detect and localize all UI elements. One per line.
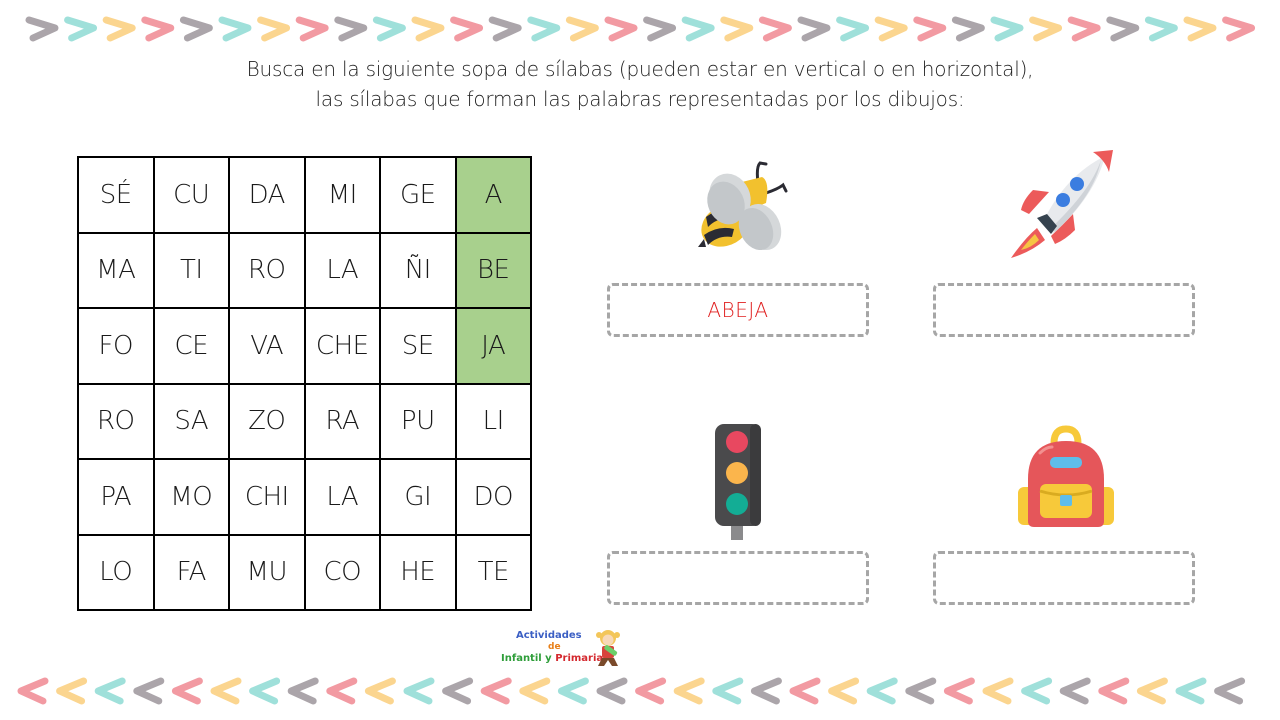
grid-cell[interactable]: VA xyxy=(230,309,304,383)
chevron-left-pattern-icon xyxy=(17,677,1246,705)
logo-line-1: Actividades xyxy=(516,630,582,641)
logo-line-3b: Primaria xyxy=(555,653,604,664)
bee-icon xyxy=(690,155,790,259)
grid-cell[interactable]: PU xyxy=(381,384,455,458)
grid-cell[interactable]: CO xyxy=(305,535,379,609)
grid-cell[interactable]: BE xyxy=(456,233,530,307)
grid-cell[interactable]: RO xyxy=(79,384,153,458)
grid-cell[interactable]: LA xyxy=(305,460,379,534)
grid-cell[interactable]: SE xyxy=(381,309,455,383)
top-chevron-border xyxy=(0,10,1280,50)
syllable-grid: SÉ CU DA MI GE A MA TI RO LA ÑI BE FO CE… xyxy=(77,156,532,611)
bottom-chevron-border xyxy=(0,673,1280,713)
grid-cell[interactable]: ZO xyxy=(230,384,304,458)
grid-cell[interactable]: MI xyxy=(305,158,379,232)
instructions: Busca en la siguiente sopa de sílabas (p… xyxy=(0,54,1280,114)
grid-cell[interactable]: FO xyxy=(79,309,153,383)
grid-cell[interactable]: LI xyxy=(456,384,530,458)
grid-cell[interactable]: DO xyxy=(456,460,530,534)
grid-cell[interactable]: CU xyxy=(154,158,228,232)
grid-cell[interactable]: FA xyxy=(154,535,228,609)
grid-cell[interactable]: HE xyxy=(381,535,455,609)
grid-cell[interactable]: CHE xyxy=(305,309,379,383)
logo-line-2: de xyxy=(548,642,561,652)
grid-cell[interactable]: CHI xyxy=(230,460,304,534)
traffic-light-icon xyxy=(712,422,764,546)
chevron-right-pattern-icon xyxy=(25,16,1256,42)
grid-cell[interactable]: CE xyxy=(154,309,228,383)
site-logo: Actividades de Infantil y Primaria xyxy=(498,626,628,670)
grid-cell[interactable]: MU xyxy=(230,535,304,609)
grid-cell[interactable]: JA xyxy=(456,309,530,383)
answer-box-traffic-light[interactable] xyxy=(607,551,869,605)
grid-cell[interactable]: DA xyxy=(230,158,304,232)
backpack-icon xyxy=(1016,425,1116,534)
instructions-line-1: Busca en la siguiente sopa de sílabas (p… xyxy=(246,57,1034,81)
grid-cell[interactable]: GE xyxy=(381,158,455,232)
grid-cell[interactable]: LO xyxy=(79,535,153,609)
grid-cell[interactable]: RO xyxy=(230,233,304,307)
answer-text: ABEJA xyxy=(707,298,769,322)
grid-cell[interactable]: SÉ xyxy=(79,158,153,232)
instructions-line-2: las sílabas que forman las palabras repr… xyxy=(315,87,965,111)
grid-cell[interactable]: MA xyxy=(79,233,153,307)
grid-cell[interactable]: PA xyxy=(79,460,153,534)
grid-cell[interactable]: MO xyxy=(154,460,228,534)
grid-cell[interactable]: ÑI xyxy=(381,233,455,307)
grid-cell[interactable]: LA xyxy=(305,233,379,307)
logo-line-3a: Infantil y xyxy=(501,653,556,664)
grid-cell[interactable]: RA xyxy=(305,384,379,458)
logo-line-3: Infantil y Primaria xyxy=(501,653,603,664)
grid-cell[interactable]: GI xyxy=(381,460,455,534)
kid-mascot-icon xyxy=(596,630,620,666)
answer-box-backpack[interactable] xyxy=(933,551,1195,605)
answer-box-bee[interactable]: ABEJA xyxy=(607,283,869,337)
grid-cell[interactable]: TE xyxy=(456,535,530,609)
answer-box-rocket[interactable] xyxy=(933,283,1195,337)
grid-cell[interactable]: A xyxy=(456,158,530,232)
grid-cell[interactable]: SA xyxy=(154,384,228,458)
grid-cell[interactable]: TI xyxy=(154,233,228,307)
rocket-icon xyxy=(1005,148,1117,264)
